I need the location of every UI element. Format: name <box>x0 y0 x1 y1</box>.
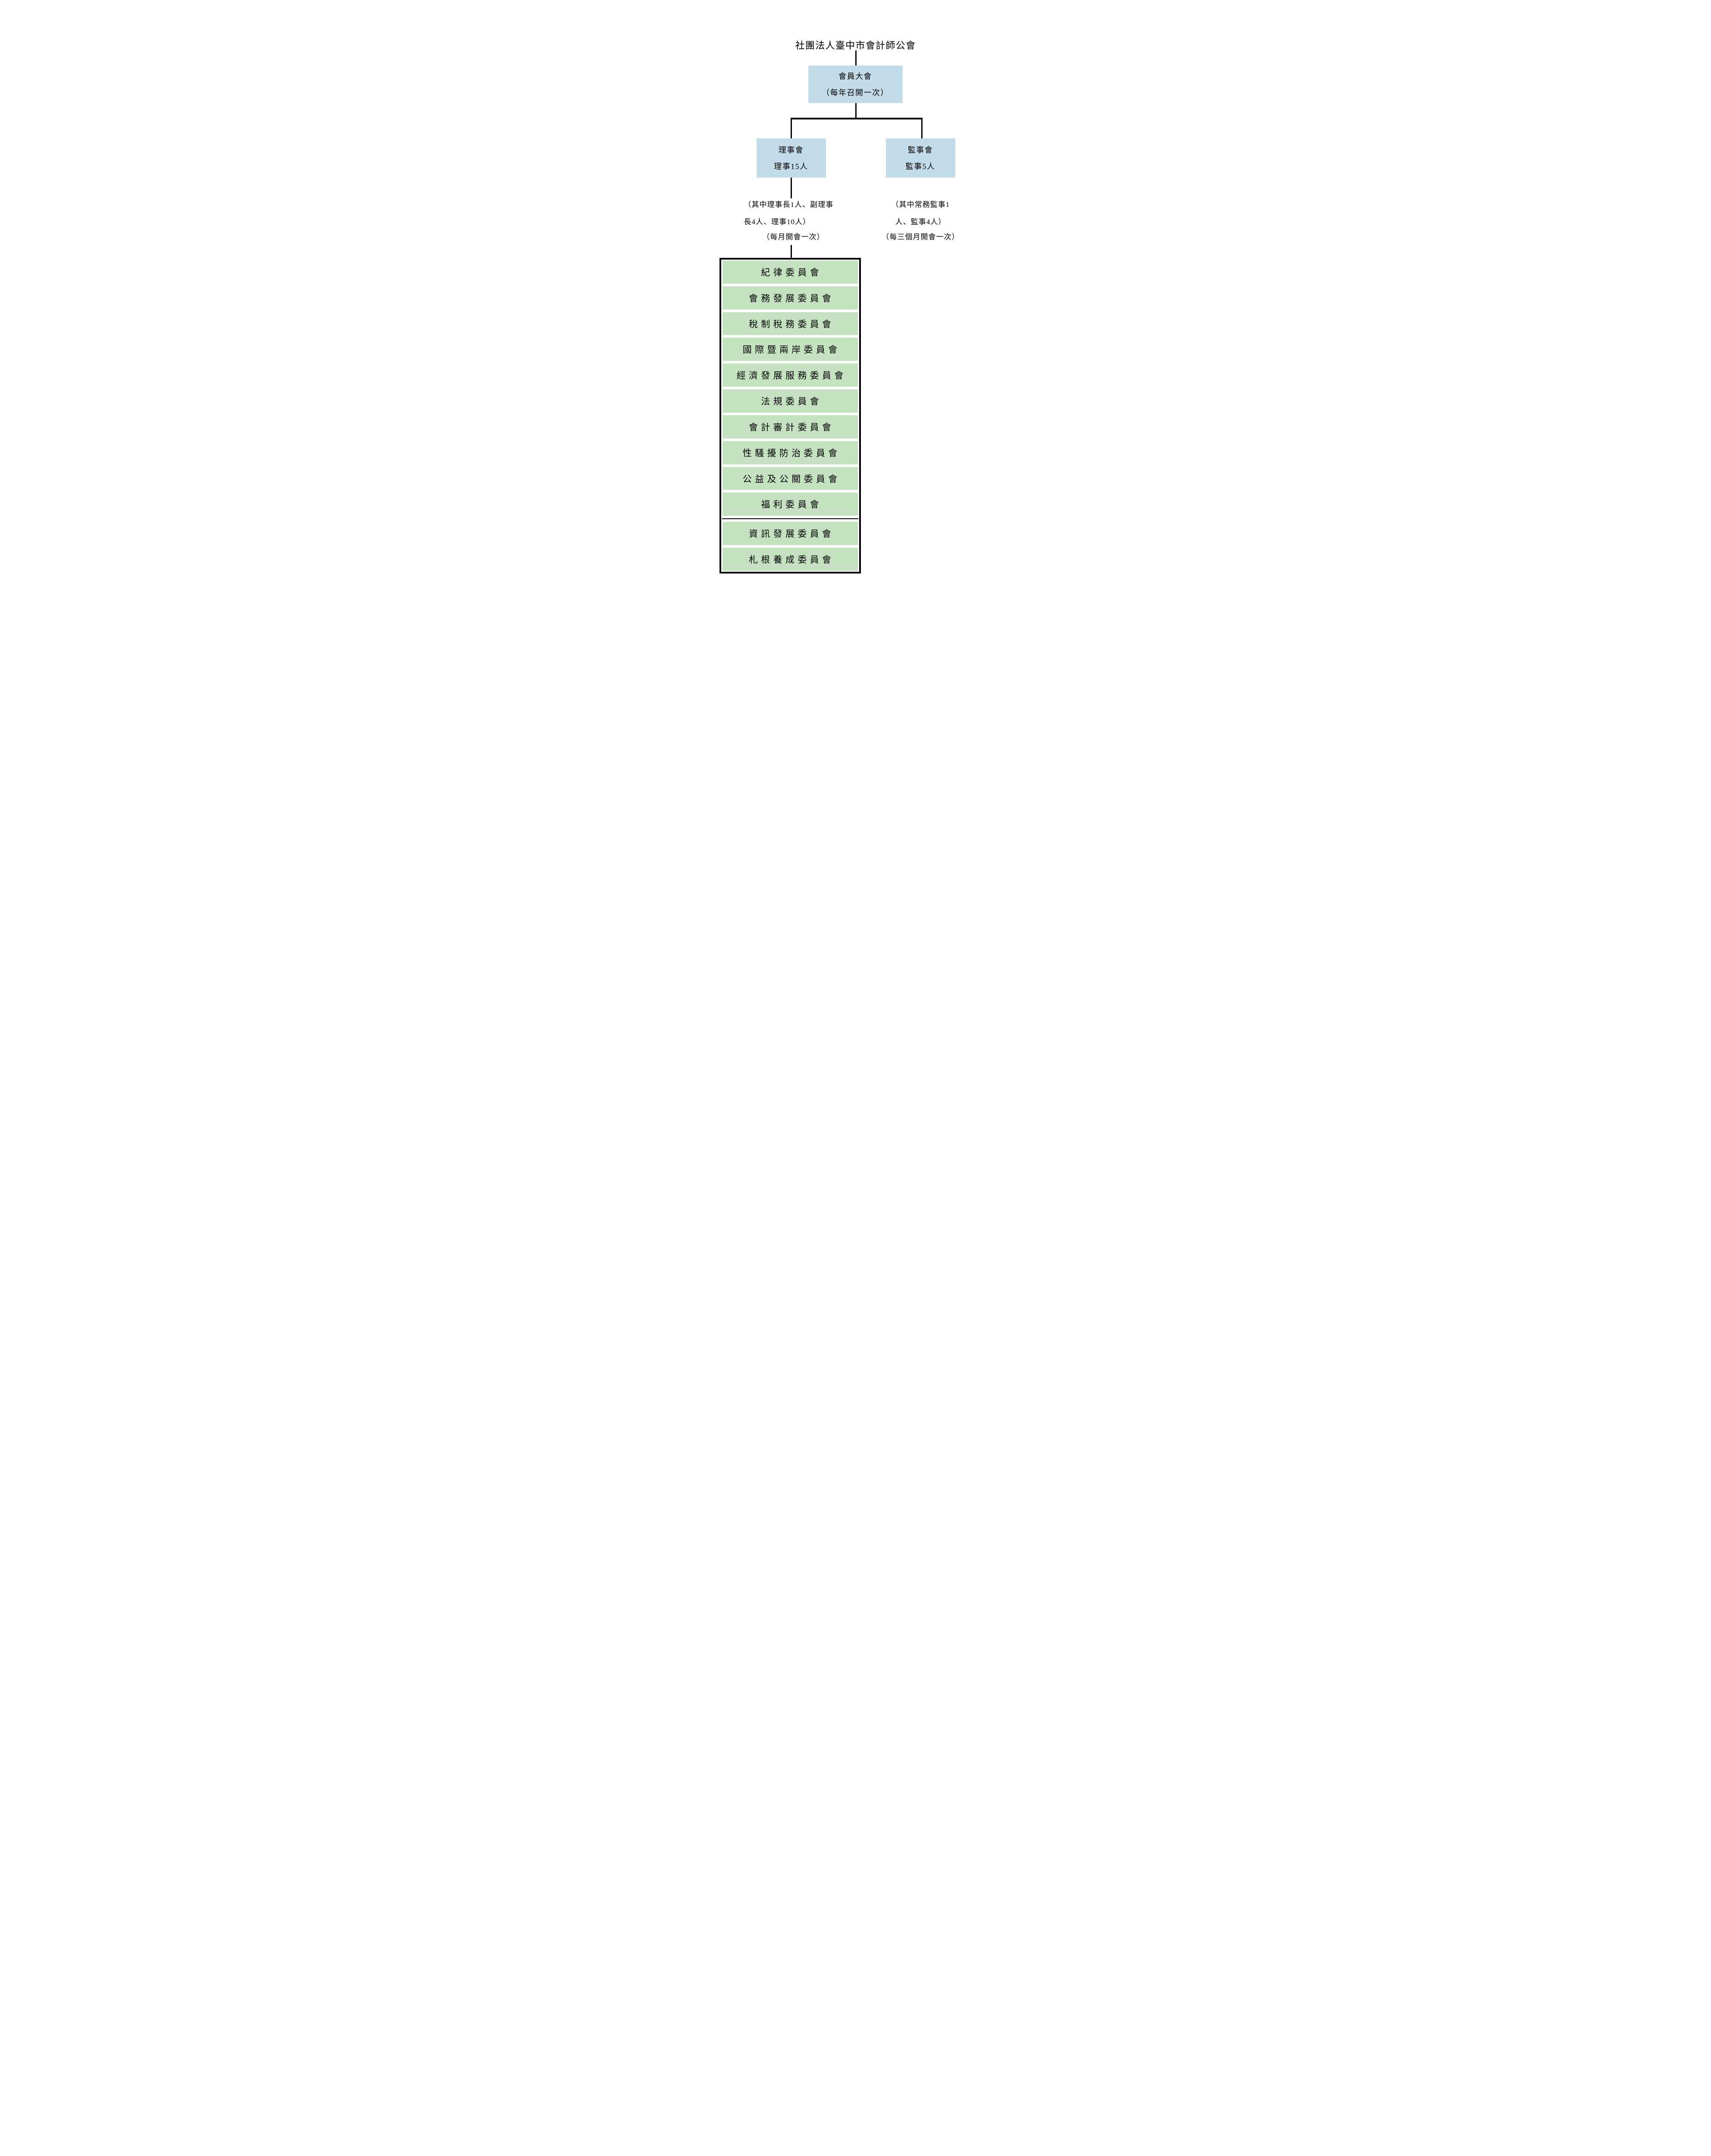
connector-assembly-down <box>855 103 857 118</box>
connector-branch-left <box>790 118 792 138</box>
directors-count: 理事15人 <box>774 162 808 171</box>
committee-row: 會務發展委員會 <box>722 286 858 310</box>
connector-branch-bar <box>790 118 923 119</box>
committee-row: 國際暨兩岸委員會 <box>722 338 858 361</box>
committee-row: 會計審計委員會 <box>722 415 858 439</box>
directors-note-line-2: 長4人、理事10人） <box>744 218 811 226</box>
connector-note-to-committees <box>790 245 792 259</box>
supervisors-note: （其中常務監事1 人、監事4人） <box>880 196 962 231</box>
supervisors-meeting-note: （每三個月開會一次） <box>882 233 960 241</box>
supervisors-note-line-1: （其中常務監事1 <box>891 201 950 209</box>
committee-row: 稅制稅務委員會 <box>722 312 858 335</box>
connector-directors-down <box>790 178 792 198</box>
connector-branch-right <box>921 118 923 138</box>
committee-row: 福利委員會 <box>722 492 858 516</box>
committee-row: 經濟發展服務委員會 <box>722 364 858 387</box>
supervisors-note-line-2: 人、監事4人） <box>895 218 946 226</box>
directors-name: 理事會 <box>778 145 804 154</box>
committee-row: 性騷擾防治委員會 <box>722 441 858 464</box>
committee-row: 資訊發展委員會 <box>722 522 858 545</box>
member-assembly-box: 會員大會 （每年召開一次） <box>808 66 903 103</box>
supervisors-count: 監事5人 <box>905 162 935 171</box>
member-assembly-frequency: （每年召開一次） <box>822 88 889 97</box>
supervisors-box: 監事會 監事5人 <box>885 138 955 178</box>
directors-meeting-note: （每月開會一次） <box>762 233 825 241</box>
member-assembly-name: 會員大會 <box>838 72 872 81</box>
committee-row: 紀律委員會 <box>722 260 858 284</box>
directors-note: （其中理事長1人、副理事 長4人、理事10人） <box>744 196 843 231</box>
supervisors-name: 監事會 <box>907 145 933 154</box>
connector-title-to-assembly <box>855 50 857 66</box>
committee-row: 札根養成委員會 <box>722 548 858 571</box>
committee-row: 公益及公關委員會 <box>722 467 858 490</box>
org-chart: 社團法人臺中市會計師公會 會員大會 （每年召開一次） 理事會 理事15人 監事會… <box>641 0 1070 605</box>
committees-table-divider <box>722 518 858 520</box>
directors-box: 理事會 理事15人 <box>756 138 826 178</box>
committee-row: 法規委員會 <box>722 389 858 413</box>
committees-table: 紀律委員會 會務發展委員會 稅制稅務委員會 國際暨兩岸委員會 經濟發展服務委員會… <box>719 258 861 573</box>
page-title: 社團法人臺中市會計師公會 <box>795 40 916 51</box>
directors-note-line-1: （其中理事長1人、副理事 <box>744 201 834 209</box>
